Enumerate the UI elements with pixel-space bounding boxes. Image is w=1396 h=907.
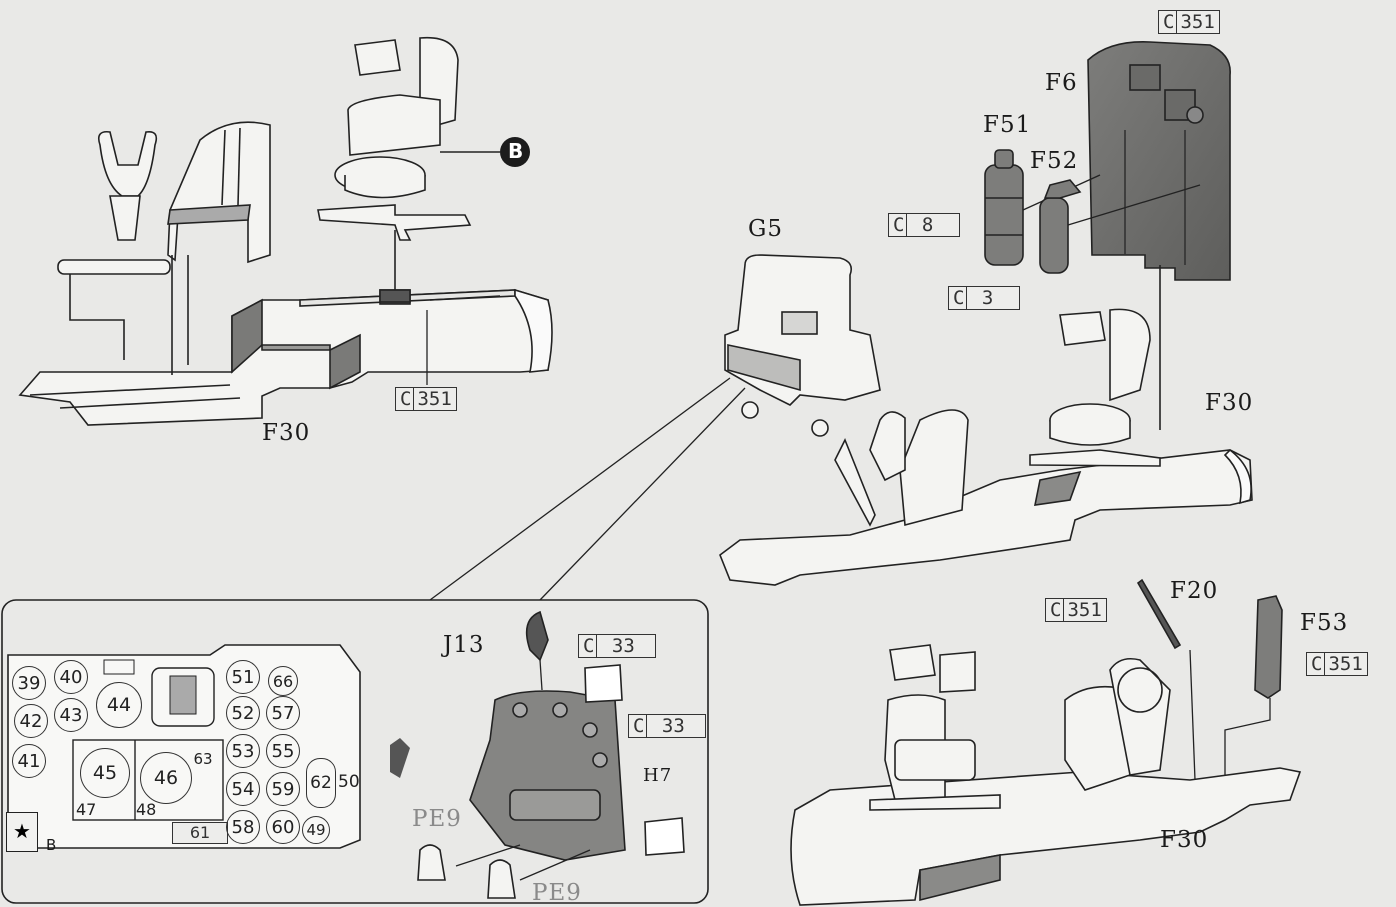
color-box-c3: C 3: [948, 286, 1020, 310]
label-f52: F52: [1030, 148, 1079, 174]
step-b-marker: [500, 137, 530, 167]
decal-46: 46: [140, 752, 192, 804]
color-box-c33-panel: C 33: [628, 714, 706, 738]
decal-62: 62: [306, 758, 336, 808]
bottle-f51: [984, 149, 1101, 266]
decal-43: 43: [54, 698, 88, 732]
decal-40: 40: [54, 660, 88, 694]
label-pe9-b: PE9: [532, 880, 582, 906]
armor-g5: [724, 254, 881, 437]
label-f53: F53: [1300, 610, 1349, 636]
bulkhead-f6: [1087, 41, 1231, 430]
decal-57: 57: [266, 696, 300, 730]
label-f30-top-left: F30: [262, 420, 311, 446]
label-f6: F6: [1045, 70, 1078, 96]
panel-f53: [1224, 595, 1283, 775]
decal-42: 42: [14, 704, 48, 738]
floor-f30-right-middle: [719, 448, 1253, 586]
pe9-parts: [417, 844, 516, 899]
step-b-label: B: [508, 139, 525, 163]
decal-61: 61: [172, 822, 228, 844]
decal-sheet-letter: B: [46, 836, 58, 854]
label-f30-right: F30: [1205, 390, 1254, 416]
instrument-panel-h7: [455, 610, 685, 881]
decal-50: 50: [338, 772, 360, 792]
label-pe9-a: PE9: [412, 806, 462, 832]
label-j13: J13: [443, 632, 485, 658]
decal-45: 45: [80, 748, 130, 798]
extinguisher-f52: [1039, 179, 1201, 274]
control-column-top-left: [57, 130, 171, 360]
floor-f30-bottom-right: [790, 767, 1302, 906]
decal-41: 41: [12, 744, 46, 778]
decal-55: 55: [266, 734, 300, 768]
lever-f20: [1136, 578, 1196, 781]
decal-47: 47: [76, 800, 97, 819]
color-box-c33-j13: C 33: [578, 634, 656, 658]
decal-54: 54: [226, 772, 260, 806]
floor-f30-top-left: [18, 288, 553, 426]
decal-59: 59: [266, 772, 300, 806]
color-box-c8: C 8: [888, 213, 960, 237]
decal-60: 60: [266, 810, 300, 844]
turret-seat-right: [1029, 308, 1161, 467]
label-f51: F51: [983, 112, 1032, 138]
detail-frame: [1, 599, 709, 904]
turret-seat-bottom: [869, 644, 1001, 811]
decal-52: 52: [226, 696, 260, 730]
decal-48: 48: [136, 800, 157, 819]
decal-39: 39: [12, 666, 46, 700]
decal-44: 44: [96, 682, 142, 728]
label-f20: F20: [1170, 578, 1219, 604]
decal-49: 49: [302, 816, 330, 844]
decal-51: 51: [226, 660, 260, 694]
label-f30-bottom: F30: [1160, 827, 1209, 853]
decal-star-icon: ★: [6, 812, 38, 852]
seat-top-left: [167, 121, 271, 375]
turret-seat-top: [317, 36, 472, 303]
decal-63: 63: [193, 750, 213, 768]
label-h7: H7: [643, 765, 673, 786]
decal-58: 58: [226, 810, 260, 844]
seat-bottom-right: [1064, 657, 1171, 791]
decal-53: 53: [226, 734, 260, 768]
seat-right-middle: [834, 409, 969, 527]
label-g5: G5: [748, 216, 784, 242]
decal-66: 66: [268, 666, 298, 696]
